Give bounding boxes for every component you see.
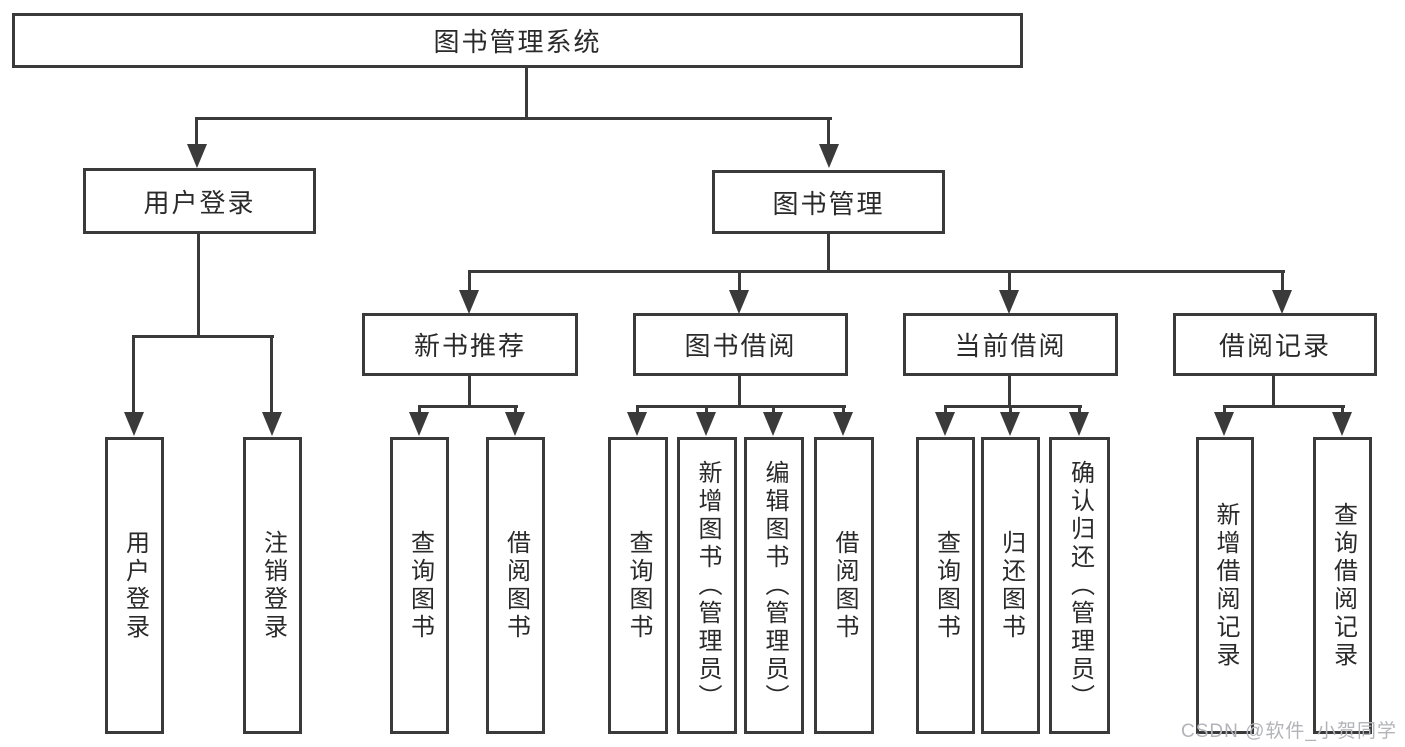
leaf-add-book-admin-label: 新增图书（管理员） (694, 459, 721, 712)
connector-drop-query-current (944, 405, 947, 415)
arrowhead-leaf-logout (262, 412, 282, 436)
connector-drop-add-book (705, 405, 708, 415)
node-user-login: 用户登录 (83, 168, 316, 234)
leaf-edit-book-admin-label: 编辑图书（管理员） (761, 459, 788, 712)
leaf-user-login: 用户登录 (105, 437, 164, 734)
leaf-query-book-borrowing: 查询图书 (608, 437, 668, 734)
connector-drop-borrow-recommend (514, 405, 517, 415)
connector-new-book-branch (418, 405, 518, 408)
leaf-return-book-label: 归还图书 (997, 529, 1025, 642)
node-borrowing-records-label: 借阅记录 (1218, 331, 1331, 361)
arrowhead-current-borrowing (999, 290, 1019, 314)
node-current-borrowing-label: 当前借阅 (954, 331, 1067, 361)
connector-user-login-stem (197, 233, 200, 337)
leaf-add-borrow-record: 新增借阅记录 (1196, 437, 1254, 734)
arrowhead-book-borrowing (729, 290, 749, 314)
connector-drop-leaf-logout (270, 335, 273, 415)
connector-new-book-stem (468, 376, 471, 407)
leaf-add-borrow-record-label: 新增借阅记录 (1212, 501, 1239, 670)
leaf-query-book-recommend-label: 查询图书 (406, 529, 434, 642)
connector-drop-book-borrowing (738, 270, 741, 292)
leaf-user-login-label: 用户登录 (121, 529, 149, 642)
leaf-query-borrow-record-label: 查询借阅记录 (1329, 501, 1357, 670)
connector-drop-add-record (1223, 405, 1226, 415)
arrowhead-borrowing-records (1272, 290, 1292, 314)
arrowhead-return-book (1000, 412, 1020, 436)
node-root: 图书管理系统 (12, 13, 1023, 68)
leaf-logout-label: 注销登录 (259, 529, 287, 642)
arrowhead-user-login (187, 144, 207, 168)
arrowhead-new-book (459, 290, 479, 314)
connector-book-borrowing-stem (738, 376, 741, 407)
connector-drop-edit-book (772, 405, 775, 415)
connector-root-stem (525, 68, 528, 119)
node-book-borrowing-label: 图书借阅 (684, 331, 797, 361)
connector-borrowing-records-stem (1272, 376, 1275, 407)
node-borrowing-records: 借阅记录 (1173, 313, 1377, 376)
node-current-borrowing: 当前借阅 (903, 313, 1118, 376)
connector-root-branch (196, 117, 832, 120)
arrowhead-query-recommend (409, 412, 429, 436)
leaf-query-book-borrowing-label: 查询图书 (625, 529, 652, 642)
leaf-borrow-book-borrowing-label: 借阅图书 (831, 529, 858, 642)
leaf-logout: 注销登录 (243, 437, 302, 734)
node-book-borrowing: 图书借阅 (633, 313, 848, 376)
leaf-query-book-current-label: 查询图书 (932, 529, 960, 642)
node-new-book-recommendation: 新书推荐 (362, 313, 578, 376)
connector-drop-return-book (1009, 405, 1012, 415)
leaf-borrow-book-recommend-label: 借阅图书 (502, 529, 530, 642)
leaf-confirm-return-admin: 确认归还（管理员） (1049, 437, 1110, 734)
connector-current-borrowing-stem (1008, 376, 1011, 407)
leaf-borrow-book-recommend: 借阅图书 (486, 437, 545, 734)
leaf-borrow-book-borrowing: 借阅图书 (814, 437, 874, 734)
arrowhead-add-record (1214, 412, 1234, 436)
arrowhead-leaf-user-login (124, 412, 144, 436)
connector-current-borrowing-branch (944, 405, 1082, 408)
connector-drop-current-borrowing (1008, 270, 1011, 292)
node-user-login-label: 用户登录 (143, 187, 256, 218)
leaf-confirm-return-admin-label: 确认归还（管理员） (1066, 459, 1094, 712)
node-book-management: 图书管理 (712, 170, 945, 234)
leaf-query-book-recommend: 查询图书 (390, 437, 449, 734)
connector-drop-query-borrowing (636, 405, 639, 415)
leaf-query-borrow-record: 查询借阅记录 (1313, 437, 1372, 734)
node-new-book-recommendation-label: 新书推荐 (413, 331, 526, 361)
arrowhead-add-book (696, 412, 716, 436)
node-root-label: 图书管理系统 (433, 27, 602, 57)
arrowhead-book-management (819, 144, 839, 168)
connector-book-management-branch (468, 270, 1285, 273)
watermark: CSDN @软件_小贺同学 (1181, 721, 1397, 742)
connector-drop-new-book (468, 270, 471, 292)
leaf-add-book-admin: 新增图书（管理员） (677, 437, 737, 734)
connector-drop-borrowing-records (1281, 270, 1284, 292)
node-book-management-label: 图书管理 (772, 188, 885, 219)
leaf-edit-book-admin: 编辑图书（管理员） (744, 437, 804, 734)
arrowhead-query-borrowing (627, 412, 647, 436)
connector-drop-query-recommend (418, 405, 421, 415)
connector-user-login-branch (132, 335, 274, 338)
arrowhead-confirm-return (1069, 412, 1089, 436)
connector-drop-borrow-book (842, 405, 845, 415)
connector-borrowing-records-branch (1223, 405, 1345, 408)
leaf-query-book-current: 查询图书 (916, 437, 975, 734)
connector-drop-confirm-return (1078, 405, 1081, 415)
connector-book-borrowing-branch (636, 405, 846, 408)
connector-drop-book-management (827, 117, 830, 147)
connector-book-management-stem (827, 234, 830, 272)
arrowhead-query-current (935, 412, 955, 436)
arrowhead-query-record (1332, 412, 1352, 436)
arrowhead-borrow-book (833, 412, 853, 436)
connector-drop-leaf-user-login (132, 335, 135, 415)
connector-drop-query-record (1341, 405, 1344, 415)
connector-drop-user-login (195, 117, 198, 147)
leaf-return-book: 归还图书 (981, 437, 1040, 734)
arrowhead-edit-book (763, 412, 783, 436)
arrowhead-borrow-recommend (505, 412, 525, 436)
